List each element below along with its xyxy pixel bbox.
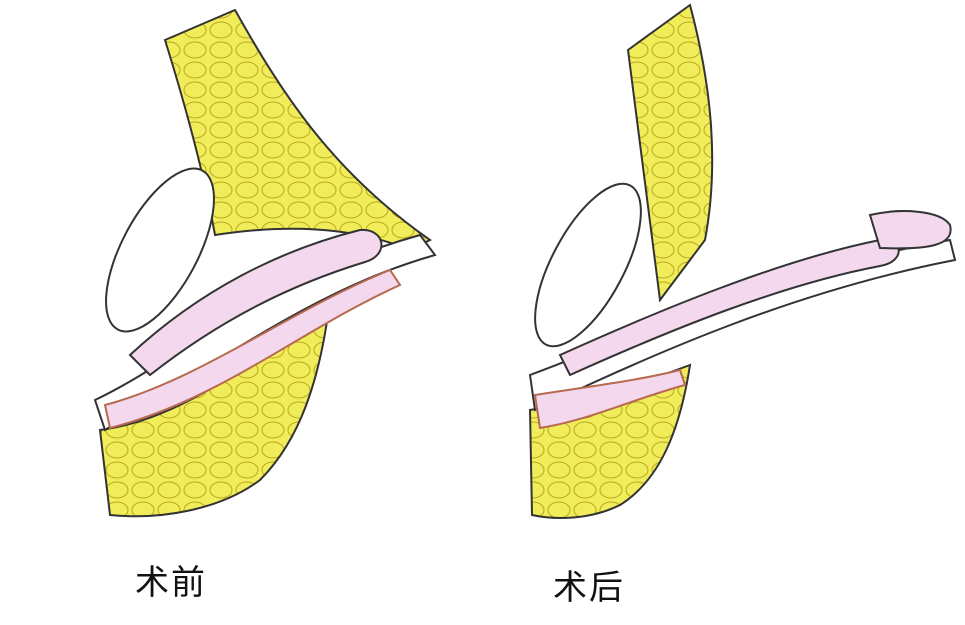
- upper-fat-layer: [626, 3, 714, 303]
- after-surgery-label: 术后: [553, 568, 625, 608]
- white-body: [534, 182, 642, 348]
- before-surgery-label: 术前: [135, 563, 207, 603]
- white-body: [105, 167, 215, 333]
- pink-glans: [868, 210, 952, 250]
- glans-tip: [533, 368, 687, 430]
- before-surgery-figure: [93, 8, 437, 518]
- after-surgery-figure: [528, 3, 957, 519]
- pink-glans: [103, 268, 402, 430]
- pink-shaft: [558, 238, 900, 377]
- pink-shaft: [128, 228, 383, 377]
